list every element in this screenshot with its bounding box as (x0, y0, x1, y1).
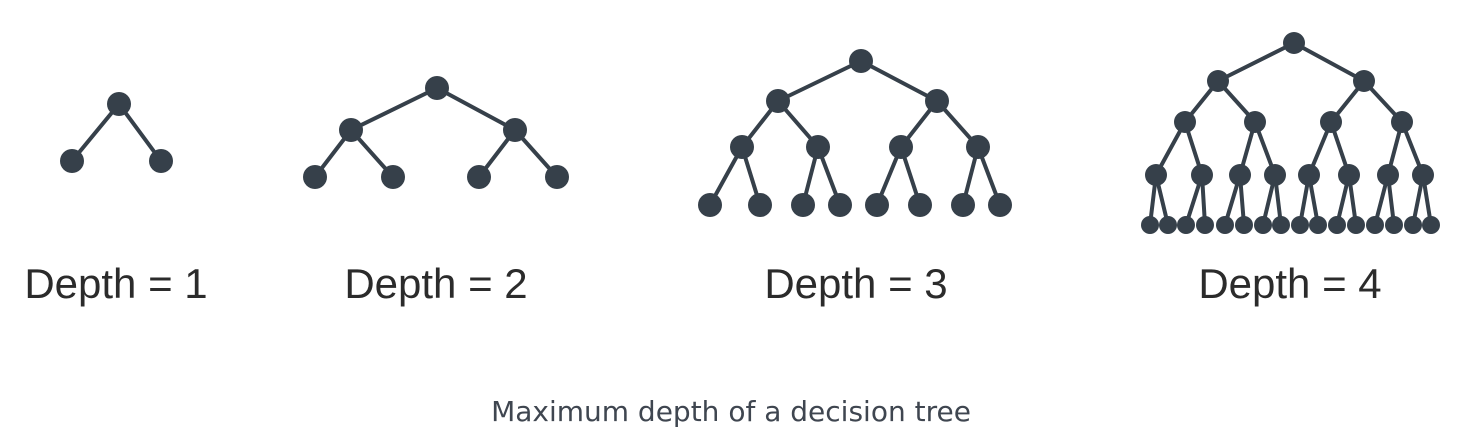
tree-node (1377, 164, 1399, 186)
tree-leaf-node (467, 165, 491, 189)
tree-edge (859, 59, 939, 103)
depth-3-label: Depth = 3 (764, 260, 948, 307)
tree-node (1298, 164, 1320, 186)
tree-root-node (849, 49, 873, 73)
tree-root-node (425, 76, 449, 100)
tree-depth-2 (303, 76, 569, 189)
depth-1-label: Depth = 1 (24, 260, 208, 307)
tree-leaf-node (545, 165, 569, 189)
tree-node (1207, 70, 1229, 92)
figure-caption: Maximum depth of a decision tree (491, 395, 971, 428)
tree-node (730, 135, 754, 159)
tree-leaf-node (381, 165, 405, 189)
tree-leaf-node (1328, 216, 1346, 234)
tree-leaf-node (149, 149, 173, 173)
tree-depth-3 (698, 49, 1012, 217)
tree-leaf-node (1196, 216, 1214, 234)
tree-node (1412, 164, 1434, 186)
tree-leaf-node (1141, 216, 1159, 234)
tree-depth-1 (60, 92, 173, 173)
tree-node (766, 89, 790, 113)
tree-root-node (1283, 32, 1305, 54)
tree-node (806, 135, 830, 159)
tree-leaf-node (828, 193, 852, 217)
tree-leaf-node (1254, 216, 1272, 234)
tree-leaf-node (951, 193, 975, 217)
tree-leaf-node (1347, 216, 1365, 234)
tree-edge (776, 59, 863, 103)
tree-leaf-node (698, 193, 722, 217)
tree-leaf-node (791, 193, 815, 217)
tree-node (1353, 70, 1375, 92)
tree-leaf-node (60, 149, 84, 173)
tree-node (339, 118, 363, 142)
tree-leaf-node (1366, 216, 1384, 234)
tree-node (1320, 111, 1342, 133)
tree-node (1229, 164, 1251, 186)
tree-leaf-node (303, 165, 327, 189)
tree-leaf-node (1159, 216, 1177, 234)
depth-2-label: Depth = 2 (344, 260, 528, 307)
tree-node (925, 89, 949, 113)
tree-leaf-node (908, 193, 932, 217)
tree-root-node (107, 92, 131, 116)
tree-node (889, 135, 913, 159)
tree-node (966, 135, 990, 159)
tree-node (1174, 111, 1196, 133)
tree-leaf-node (988, 193, 1012, 217)
tree-leaf-node (1309, 216, 1327, 234)
tree-edge (70, 102, 121, 163)
tree-node (1191, 164, 1213, 186)
tree-depth-4 (1141, 32, 1440, 234)
tree-leaf-node (1272, 216, 1290, 234)
tree-node (503, 118, 527, 142)
tree-leaf-node (865, 193, 889, 217)
tree-leaf-node (1385, 216, 1403, 234)
tree-leaf-node (1177, 216, 1195, 234)
tree-leaf-node (1404, 216, 1422, 234)
tree-leaf-node (748, 193, 772, 217)
tree-edge (435, 86, 517, 132)
tree-leaf-node (1235, 216, 1253, 234)
tree-node (1391, 111, 1413, 133)
tree-node (1244, 111, 1266, 133)
tree-leaf-node (1216, 216, 1234, 234)
tree-edge (349, 86, 439, 132)
depth-4-label: Depth = 4 (1198, 260, 1382, 307)
tree-edge (1292, 41, 1366, 83)
tree-node (1338, 164, 1360, 186)
tree-leaf-node (1422, 216, 1440, 234)
tree-edge (1216, 41, 1296, 83)
tree-node (1264, 164, 1286, 186)
tree-leaf-node (1291, 216, 1309, 234)
tree-node (1145, 164, 1167, 186)
